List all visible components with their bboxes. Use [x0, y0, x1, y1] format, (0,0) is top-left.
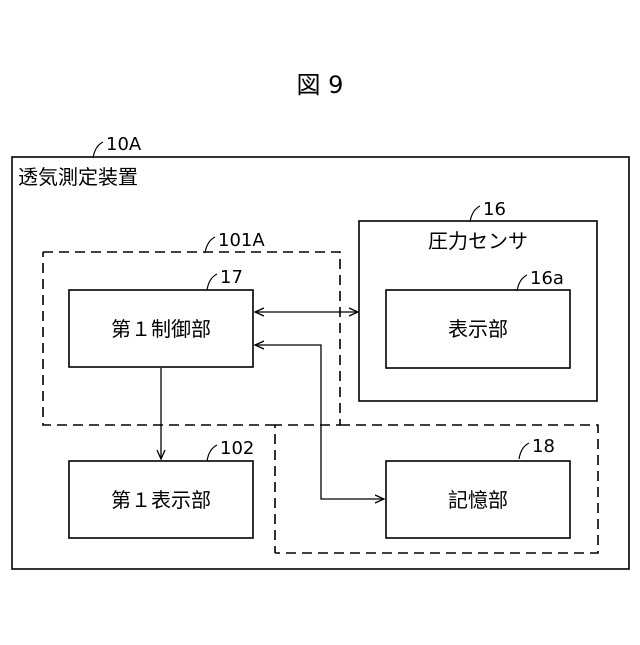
sensor-display-label: 表示部: [448, 317, 508, 341]
group-101A-ref-leader: [205, 237, 215, 253]
group-101A-ref-label: 101A: [218, 230, 265, 251]
control-label: 第１制御部: [111, 317, 211, 341]
first-display-ref-label: 102: [220, 438, 254, 459]
first-display-ref-leader: [207, 445, 217, 461]
device-label: 透気測定装置: [18, 165, 138, 189]
device-ref-leader: [93, 142, 103, 158]
sensor-display-ref-leader: [517, 275, 527, 291]
memory-label: 記憶部: [448, 488, 508, 512]
first-display-label: 第１表示部: [111, 488, 211, 512]
pressure-sensor-ref-label: 16: [483, 199, 506, 220]
pressure-sensor-ref-leader: [470, 206, 480, 222]
pressure-sensor-label: 圧力センサ: [428, 229, 528, 253]
sensor-display-ref-label: 16a: [530, 268, 564, 289]
control-ref-label: 17: [220, 267, 243, 288]
device-ref-label: 10A: [106, 134, 142, 155]
group-18-ref-leader: [519, 443, 529, 459]
control-ref-leader: [207, 274, 217, 290]
figure-title: 図 9: [297, 71, 344, 99]
group-18-ref-label: 18: [532, 436, 555, 457]
